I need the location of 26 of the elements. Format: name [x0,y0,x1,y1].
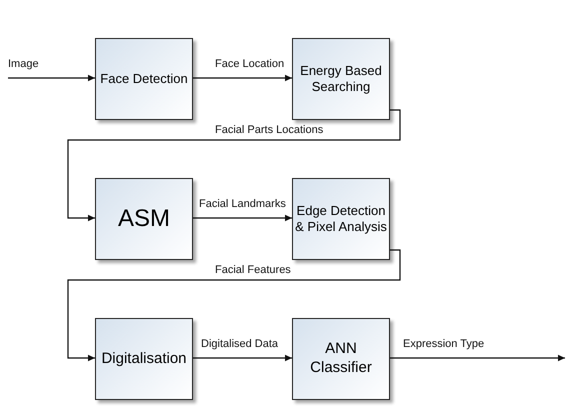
edge-label: Digitalised Data [201,338,278,350]
box-text: Face Detection [100,70,188,88]
box-text: Digitalisation [101,350,187,368]
arrow [193,354,292,362]
process-box [95,318,193,400]
arrow [67,249,401,362]
arrow [390,354,565,362]
process-box [292,318,390,400]
arrow [193,74,292,82]
process-box [292,178,390,260]
edge-label: Facial Parts Locations [215,124,324,136]
box-text: ASM [118,204,170,234]
box-text: ANN Classifier [309,340,373,378]
arrow [8,74,95,82]
edge-label: Facial Features [215,264,291,276]
edge-label: Image [8,58,39,70]
edge-label: Face Location [215,58,284,70]
box-text: Edge Detection & Pixel Analysis [294,202,388,236]
box-text: Energy Based Searching [299,62,383,96]
edge-label: Expression Type [403,338,484,350]
process-box [292,38,390,120]
edge-label: Facial Landmarks [199,198,286,210]
arrow [67,109,401,222]
arrow [193,214,292,222]
process-box [95,38,193,120]
process-box [95,178,193,260]
